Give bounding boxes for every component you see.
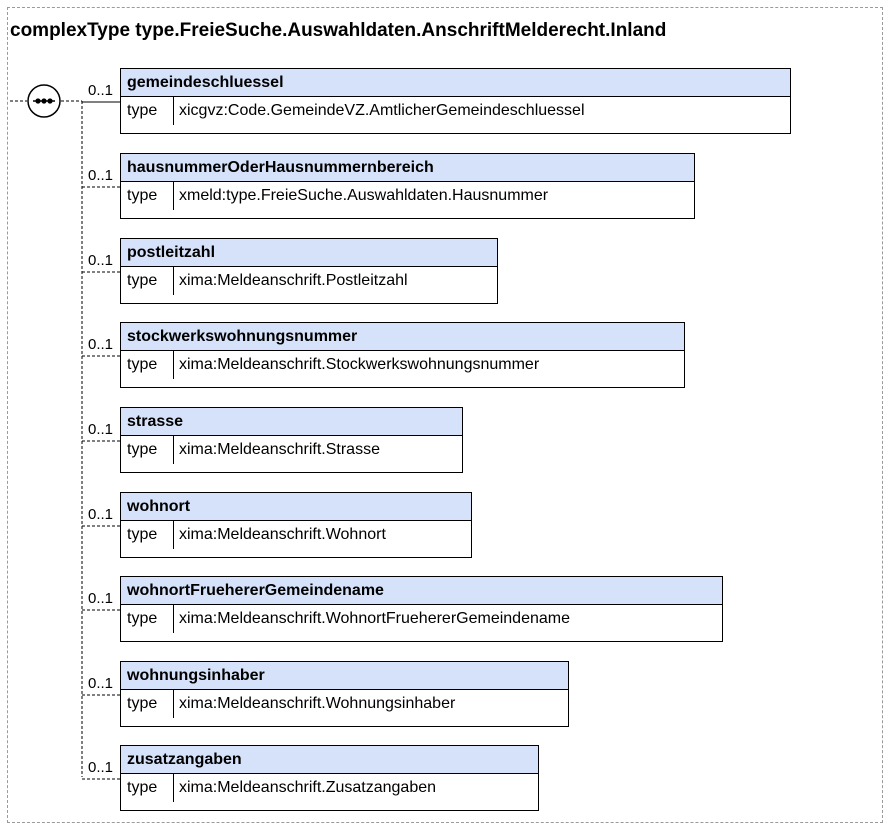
type-value: xima:Meldeanschrift.WohnortFruehererGeme… [179, 610, 570, 627]
element-type-row: type xima:Meldeanschrift.Postleitzahl [121, 267, 497, 295]
type-label: type [121, 436, 174, 464]
diagram-title: complexType type.FreieSuche.Auswahldaten… [10, 20, 667, 41]
element-type-row: type xmeld:type.FreieSuche.Auswahldaten.… [121, 182, 694, 210]
multiplicity-label: 0..1 [88, 675, 114, 692]
type-label: type [121, 351, 174, 379]
element-stockwerkswohnungsnummer[interactable]: stockwerkswohnungsnummer type xima:Melde… [120, 322, 685, 388]
type-value: xima:Meldeanschrift.Zusatzangaben [179, 779, 437, 796]
type-label: type [121, 774, 174, 802]
element-name: wohnortFruehererGemeindename [121, 577, 722, 605]
element-gemeindeschluessel[interactable]: gemeindeschluessel type xicgvz:Code.Geme… [120, 68, 791, 134]
type-label: type [121, 97, 174, 125]
multiplicity-label: 0..1 [88, 506, 114, 523]
element-strasse[interactable]: strasse type xima:Meldeanschrift.Strasse [120, 407, 463, 473]
element-wohnort[interactable]: wohnort type xima:Meldeanschrift.Wohnort [120, 492, 472, 558]
element-hausnummer[interactable]: hausnummerOderHausnummernbereich type xm… [120, 153, 695, 219]
element-type-row: type xima:Meldeanschrift.Wohnungsinhaber [121, 690, 568, 718]
element-name: strasse [121, 408, 462, 436]
type-value: xima:Meldeanschrift.Postleitzahl [179, 272, 408, 289]
element-zusatzangaben[interactable]: zusatzangaben type xima:Meldeanschrift.Z… [120, 745, 539, 811]
type-value: xicgvz:Code.GemeindeVZ.AmtlicherGemeinde… [179, 102, 585, 119]
type-label: type [121, 690, 174, 718]
element-type-row: type xima:Meldeanschrift.Zusatzangaben [121, 774, 538, 802]
element-name: wohnort [121, 493, 471, 521]
type-label: type [121, 605, 174, 633]
type-value: xima:Meldeanschrift.Wohnort [179, 526, 386, 543]
type-value: xmeld:type.FreieSuche.Auswahldaten.Hausn… [179, 187, 549, 204]
type-label: type [121, 521, 174, 549]
element-name: stockwerkswohnungsnummer [121, 323, 684, 351]
element-postleitzahl[interactable]: postleitzahl type xima:Meldeanschrift.Po… [120, 238, 498, 304]
multiplicity-label: 0..1 [88, 336, 114, 353]
element-name: postleitzahl [121, 239, 497, 267]
multiplicity-label: 0..1 [88, 252, 114, 269]
multiplicity-label: 0..1 [88, 759, 114, 776]
multiplicity-label: 0..1 [88, 590, 114, 607]
element-type-row: type xicgvz:Code.GemeindeVZ.AmtlicherGem… [121, 97, 790, 125]
element-type-row: type xima:Meldeanschrift.Strasse [121, 436, 462, 464]
diagram-frame [7, 7, 883, 823]
element-name: wohnungsinhaber [121, 662, 568, 690]
element-type-row: type xima:Meldeanschrift.Stockwerkswohnu… [121, 351, 684, 379]
element-type-row: type xima:Meldeanschrift.Wohnort [121, 521, 471, 549]
element-name: zusatzangaben [121, 746, 538, 774]
element-type-row: type xima:Meldeanschrift.WohnortFruehere… [121, 605, 722, 633]
multiplicity-label: 0..1 [88, 167, 114, 184]
multiplicity-label: 0..1 [88, 421, 114, 438]
element-name: hausnummerOderHausnummernbereich [121, 154, 694, 182]
type-value: xima:Meldeanschrift.Stockwerkswohnungsnu… [179, 356, 540, 373]
element-wohnort-frueherer-gemeindename[interactable]: wohnortFruehererGemeindename type xima:M… [120, 576, 723, 642]
multiplicity-label: 0..1 [88, 82, 114, 99]
element-name: gemeindeschluessel [121, 69, 790, 97]
type-label: type [121, 182, 174, 210]
type-value: xima:Meldeanschrift.Wohnungsinhaber [179, 695, 456, 712]
element-wohnungsinhaber[interactable]: wohnungsinhaber type xima:Meldeanschrift… [120, 661, 569, 727]
type-value: xima:Meldeanschrift.Strasse [179, 441, 380, 458]
type-label: type [121, 267, 174, 295]
sequence-compositor-icon[interactable] [27, 84, 61, 118]
